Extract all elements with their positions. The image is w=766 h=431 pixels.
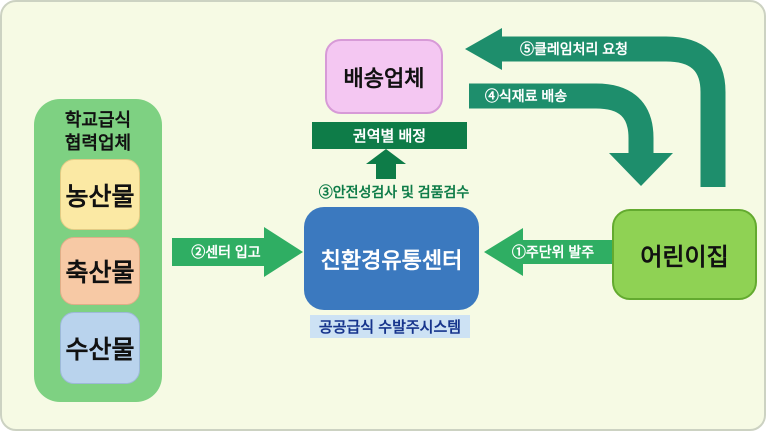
- delivery-company-box: 배송업체: [325, 39, 443, 114]
- claim-arrow-label: ⑤클레임처리 요청: [520, 41, 628, 57]
- assignment-up-arrow-icon: [366, 149, 406, 179]
- order-arrow-label: ①주단위 발주: [512, 244, 594, 260]
- claim-arrow-head-icon: [465, 28, 502, 70]
- delivery-arrow-head-icon: [609, 153, 673, 186]
- supplier-panel-title: 학교급식 협력업체: [34, 109, 162, 154]
- daycare-box: 어린이집: [612, 209, 757, 300]
- distribution-center-box: 친환경유통센터: [304, 207, 479, 310]
- daycare-label: 어린이집: [640, 244, 729, 271]
- supply-item-agricultural: 농산물: [60, 159, 140, 230]
- supply-item-seafood: 수산물: [60, 312, 140, 384]
- claim-arrow-shaft: [502, 36, 726, 187]
- delivery-arrow-label: ④식재료 배송: [485, 88, 567, 104]
- regional-assignment-label: 권역별 배정: [352, 128, 427, 145]
- supplier-title-line2: 협력업체: [64, 132, 132, 153]
- supply-item-label: 수산물: [65, 336, 135, 364]
- safety-inspection-text: ③안전성검사 및 검품검수: [318, 184, 470, 200]
- supply-item-label: 농산물: [65, 182, 135, 211]
- supply-item-livestock: 축산물: [60, 237, 140, 305]
- order-arrow-icon: [484, 228, 614, 276]
- inbound-arrow-label: ②센터 입고: [191, 244, 261, 260]
- distribution-center-label: 친환경유통센터: [320, 247, 463, 273]
- supply-item-label: 축산물: [65, 259, 135, 287]
- delivery-company-label: 배송업체: [343, 65, 425, 91]
- supplier-title-line1: 학교급식: [64, 110, 132, 130]
- regional-assignment-box: 권역별 배정: [312, 122, 467, 149]
- delivery-arrow-shaft: [469, 83, 654, 155]
- ordering-system-label: 공공급식 수발주시스템: [310, 315, 470, 338]
- inbound-arrow-icon: [172, 227, 303, 277]
- supplier-panel: 학교급식 협력업체 농산물 축산물 수산물: [34, 99, 162, 402]
